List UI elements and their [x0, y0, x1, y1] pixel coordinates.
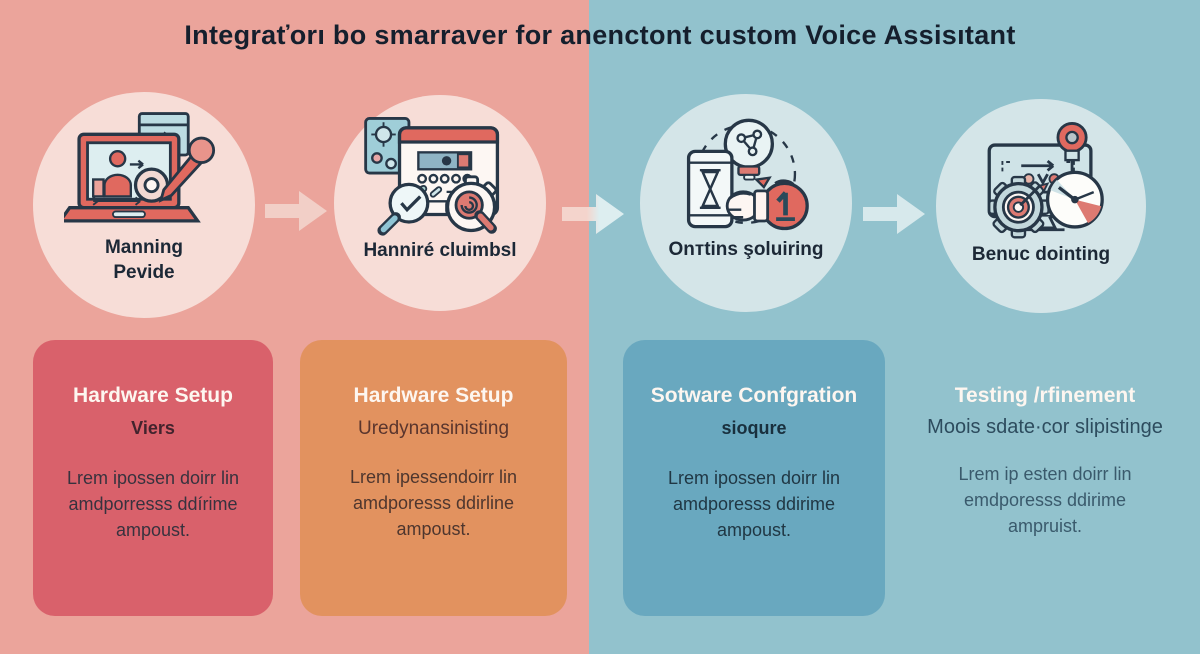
- card-body: Lrem ipossen doirr lin amdporresss ddíri…: [66, 468, 240, 541]
- arrow-right-icon-1: [265, 191, 327, 231]
- gear-monitor-gauge-icon: [987, 122, 1104, 239]
- step-circle-4: Benuc dointing: [936, 99, 1146, 313]
- step-label-3: Onтtins şoluiring: [668, 239, 824, 260]
- phone-idea-glove-icon: [686, 118, 809, 231]
- arrow-right-icon-3: [863, 194, 925, 234]
- card-hardware-setup-2: Hardware Setup Uredynansinisting Lrem ip…: [300, 340, 567, 616]
- step-circle-2: Hanniré cluimbsl: [334, 95, 546, 311]
- arrow-right-icon-2: [562, 194, 624, 234]
- card-subtitle: Viers: [131, 418, 175, 438]
- card-software-configuration: Sotware Confgration sioqure Lrem ipossen…: [623, 340, 885, 616]
- card-body: Lrem ipessendoirr lin amdporesss ddirlin…: [349, 467, 518, 540]
- card-body: Lrem ip esten doirr lin emdporesss ddiri…: [958, 464, 1132, 537]
- card-subtitle: sioqure: [721, 418, 787, 438]
- card-subtitle: Moois sdate·cor slipistinge: [927, 416, 1163, 438]
- step-circle-3: Onтtins şoluiring: [640, 94, 852, 312]
- step-label-2: Hanniré cluimbsl: [363, 240, 517, 261]
- card-title: Sotware Confgration: [650, 384, 858, 407]
- card-body: Lrem ipossen doirr lin amdporesss ddirim…: [667, 468, 841, 541]
- page-title: Integraťorı bo smarraver for anenctont c…: [184, 20, 1016, 50]
- card-title: Hardware Setup: [353, 384, 514, 407]
- card-hardware-setup-1: Hardware Setup Viers Lrem ipossen doirr …: [33, 340, 273, 616]
- card-testing-refinement: Testing /rfinement Moois sdate·cor slipi…: [903, 340, 1187, 616]
- card-title: Hardware Setup: [73, 384, 233, 407]
- card-title: Testing /rfinement: [954, 384, 1136, 407]
- step-label-4: Benuc dointing: [971, 244, 1111, 265]
- step-label-1: Manning Pevide: [104, 237, 184, 283]
- step-circle-1: Manning Pevide: [33, 92, 255, 318]
- card-subtitle: Uredynansinisting: [357, 418, 510, 439]
- browser-gear-magnifier-icon: [364, 117, 500, 236]
- laptop-user-research-icon: [64, 112, 216, 223]
